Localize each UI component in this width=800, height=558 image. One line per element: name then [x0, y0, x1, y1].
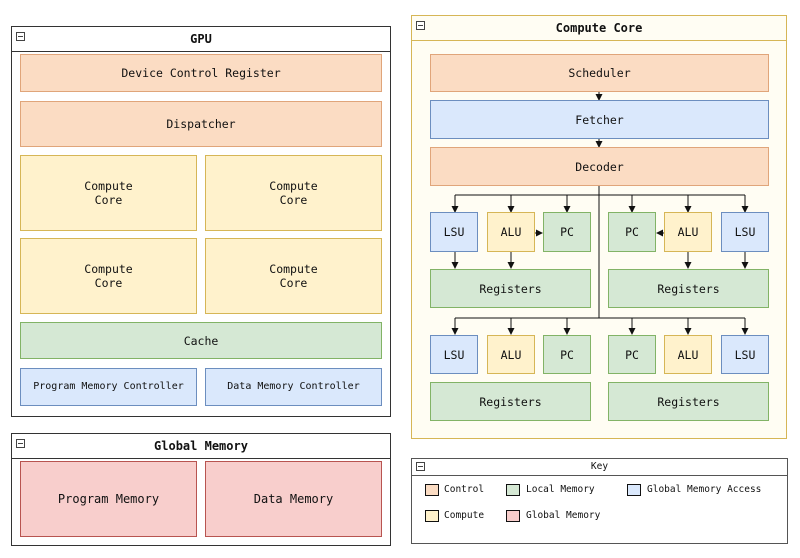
pc-1: PC	[543, 212, 591, 252]
fetcher: Fetcher	[430, 100, 769, 139]
pc-4: PC	[608, 335, 656, 374]
pc-2: PC	[608, 212, 656, 252]
gpu-title: GPU	[12, 27, 390, 52]
gpu-compute-core-4: Compute Core	[205, 238, 382, 314]
key-swatch-global-memory-access	[627, 484, 641, 496]
registers-1: Registers	[430, 269, 591, 308]
key-title: Key	[412, 459, 787, 476]
registers-3: Registers	[430, 382, 591, 421]
key-swatch-local-memory	[506, 484, 520, 496]
data-memory-controller: Data Memory Controller	[205, 368, 382, 406]
gpu-compute-core-2: Compute Core	[205, 155, 382, 231]
program-memory: Program Memory	[20, 461, 197, 537]
key-swatch-control	[425, 484, 439, 496]
global-memory-title: Global Memory	[12, 434, 390, 459]
cache: Cache	[20, 322, 382, 359]
key-label-compute: Compute	[444, 510, 485, 521]
gpu-compute-core-3: Compute Core	[20, 238, 197, 314]
decoder: Decoder	[430, 147, 769, 186]
registers-2: Registers	[608, 269, 769, 308]
program-memory-controller: Program Memory Controller	[20, 368, 197, 406]
lsu-2: LSU	[721, 212, 769, 252]
gpu-compute-core-1: Compute Core	[20, 155, 197, 231]
compute-core-collapse-icon[interactable]	[416, 21, 425, 30]
alu-3: ALU	[487, 335, 535, 374]
lsu-1: LSU	[430, 212, 478, 252]
device-control-register: Device Control Register	[20, 54, 382, 92]
key-label-control: Control	[444, 484, 485, 495]
registers-4: Registers	[608, 382, 769, 421]
dispatcher: Dispatcher	[20, 101, 382, 147]
key-container: Key	[411, 458, 788, 544]
alu-1: ALU	[487, 212, 535, 252]
alu-4: ALU	[664, 335, 712, 374]
data-memory: Data Memory	[205, 461, 382, 537]
scheduler: Scheduler	[430, 54, 769, 92]
key-label-local-memory: Local Memory	[526, 484, 595, 495]
alu-2: ALU	[664, 212, 712, 252]
lsu-3: LSU	[430, 335, 478, 374]
key-collapse-icon[interactable]	[416, 462, 425, 471]
gpu-collapse-icon[interactable]	[16, 32, 25, 41]
key-label-global-memory-access: Global Memory Access	[647, 484, 762, 495]
key-label-global-memory: Global Memory	[526, 510, 601, 521]
lsu-4: LSU	[721, 335, 769, 374]
global-memory-collapse-icon[interactable]	[16, 439, 25, 448]
pc-3: PC	[543, 335, 591, 374]
key-swatch-compute	[425, 510, 439, 522]
key-swatch-global-memory	[506, 510, 520, 522]
compute-core-title: Compute Core	[412, 16, 786, 41]
